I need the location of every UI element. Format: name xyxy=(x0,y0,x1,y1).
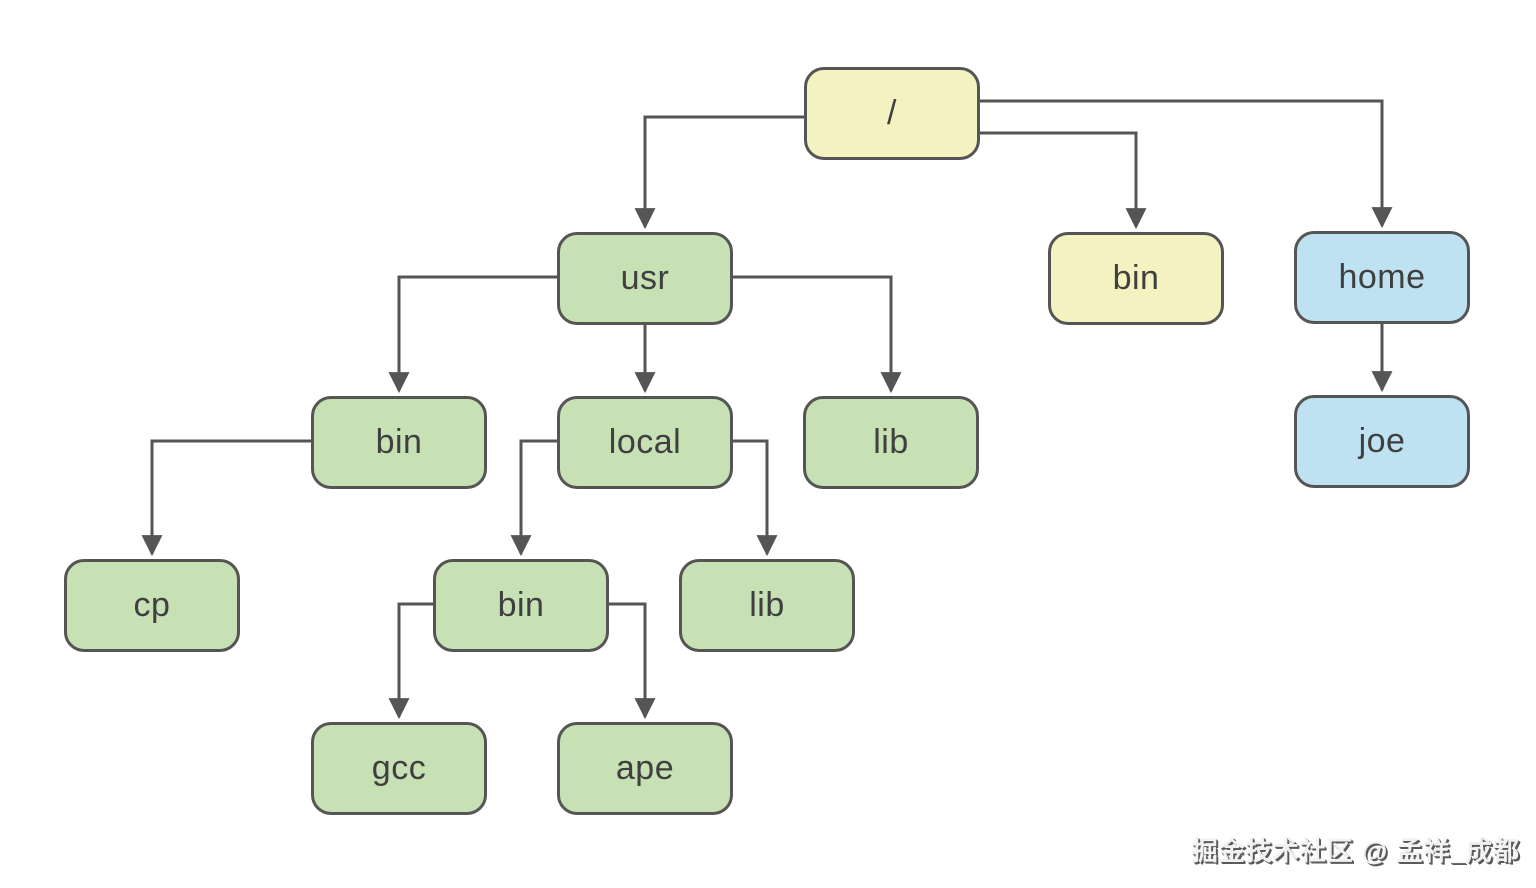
node-lib-local-label: lib xyxy=(749,586,785,624)
node-lib-local: lib xyxy=(679,559,855,652)
node-local-label: local xyxy=(608,423,682,461)
node-root-label: / xyxy=(887,94,897,132)
edge-usr-lib xyxy=(733,275,902,394)
node-ape: ape xyxy=(557,722,733,815)
node-bin-usr: bin xyxy=(311,396,487,489)
watermark-text: 掘金技术社区 @ 孟祥_成都 xyxy=(1191,836,1520,866)
edge-local-bin xyxy=(510,439,557,557)
node-joe: joe xyxy=(1294,395,1470,488)
node-cp-label: cp xyxy=(133,586,171,624)
node-home-label: home xyxy=(1338,258,1426,296)
node-bin-usr-label: bin xyxy=(375,423,423,461)
node-cp: cp xyxy=(64,559,240,652)
node-usr: usr xyxy=(557,232,733,325)
node-bin-local: bin xyxy=(433,559,609,652)
edge-binlocal-gcc xyxy=(388,602,433,720)
edge-root-home xyxy=(980,99,1393,229)
node-gcc-label: gcc xyxy=(371,749,427,787)
node-bin-root: bin xyxy=(1048,232,1224,325)
node-bin-local-label: bin xyxy=(497,586,545,624)
node-lib-usr-label: lib xyxy=(873,423,909,461)
edge-usr-bin xyxy=(388,275,557,394)
node-gcc: gcc xyxy=(311,722,487,815)
edge-local-lib xyxy=(733,439,778,557)
node-home: home xyxy=(1294,231,1470,324)
node-ape-label: ape xyxy=(615,749,675,787)
edge-bin-cp xyxy=(141,439,311,557)
node-bin-root-label: bin xyxy=(1112,259,1160,297)
node-joe-label: joe xyxy=(1358,422,1406,460)
node-lib-usr: lib xyxy=(803,396,979,489)
edge-root-usr xyxy=(634,115,804,230)
node-root: / xyxy=(804,67,980,160)
node-local: local xyxy=(557,396,733,489)
edge-root-bin xyxy=(980,131,1147,230)
edge-binlocal-ape xyxy=(609,602,656,720)
node-usr-label: usr xyxy=(620,259,670,297)
